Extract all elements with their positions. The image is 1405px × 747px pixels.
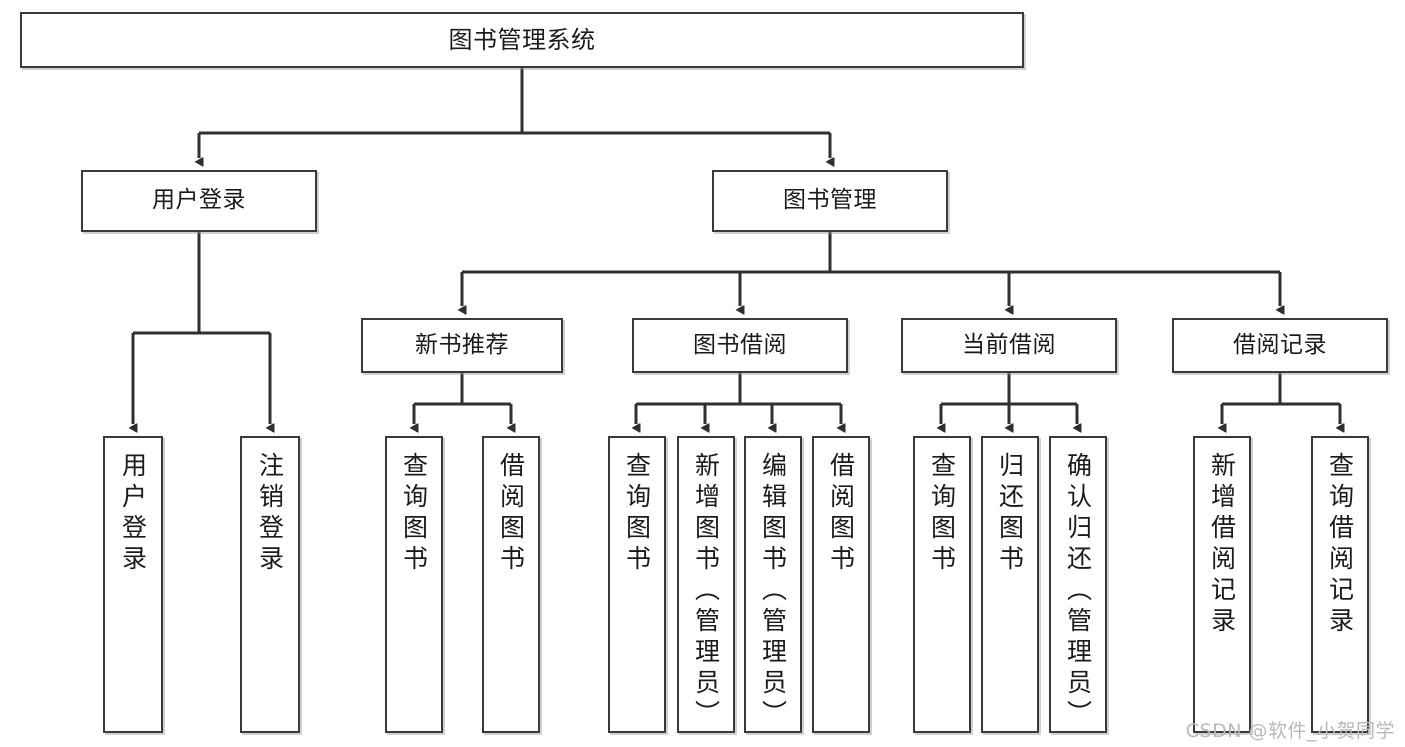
node-leaf-query-book-2-label: 查询图书: [622, 452, 652, 576]
node-book-manage[interactable]: 图书管理: [712, 170, 948, 232]
node-leaf-add-borrow-record-label: 新增借阅记录: [1207, 452, 1237, 638]
node-new-book-recommend-label: 新书推荐: [415, 331, 509, 358]
node-leaf-query-borrow-record[interactable]: 查询借阅记录: [1311, 436, 1369, 733]
node-leaf-query-book-3-label: 查询图书: [927, 452, 957, 576]
node-leaf-confirm-return-admin-label: 确认归还（管理员）: [1063, 452, 1093, 731]
node-leaf-query-book-2[interactable]: 查询图书: [608, 436, 666, 733]
node-current-borrow-label: 当前借阅: [962, 331, 1056, 358]
node-leaf-user-login[interactable]: 用户登录: [103, 436, 163, 733]
node-leaf-return-book-label: 归还图书: [995, 452, 1025, 576]
node-root-label: 图书管理系统: [448, 25, 596, 54]
node-leaf-add-book-admin-label: 新增图书（管理员）: [691, 452, 721, 731]
node-leaf-add-book-admin[interactable]: 新增图书（管理员）: [677, 436, 735, 733]
node-leaf-user-login-label: 用户登录: [118, 452, 148, 576]
node-leaf-edit-book-admin[interactable]: 编辑图书（管理员）: [744, 436, 802, 733]
node-current-borrow[interactable]: 当前借阅: [901, 318, 1117, 373]
node-leaf-query-book-1[interactable]: 查询图书: [385, 436, 443, 733]
node-book-borrow[interactable]: 图书借阅: [632, 318, 848, 373]
node-leaf-query-borrow-record-label: 查询借阅记录: [1325, 452, 1355, 638]
node-root[interactable]: 图书管理系统: [20, 12, 1024, 68]
node-leaf-confirm-return-admin[interactable]: 确认归还（管理员）: [1049, 436, 1107, 733]
node-leaf-borrow-book-2-label: 借阅图书: [826, 452, 856, 576]
node-leaf-add-borrow-record[interactable]: 新增借阅记录: [1193, 436, 1251, 733]
node-book-borrow-label: 图书借阅: [693, 331, 787, 358]
node-leaf-borrow-book-2[interactable]: 借阅图书: [812, 436, 870, 733]
node-leaf-borrow-book-1[interactable]: 借阅图书: [482, 436, 540, 733]
node-borrow-record[interactable]: 借阅记录: [1172, 318, 1388, 373]
node-leaf-query-book-3[interactable]: 查询图书: [913, 436, 971, 733]
node-leaf-logout-login-label: 注销登录: [255, 452, 285, 576]
csdn-watermark: CSDN @软件_小贺同学: [1185, 720, 1395, 742]
node-leaf-query-book-1-label: 查询图书: [399, 452, 429, 576]
node-leaf-return-book[interactable]: 归还图书: [981, 436, 1039, 733]
node-user-login-label: 用户登录: [152, 187, 246, 214]
node-borrow-record-label: 借阅记录: [1233, 331, 1327, 358]
node-leaf-edit-book-admin-label: 编辑图书（管理员）: [758, 452, 788, 731]
node-user-login[interactable]: 用户登录: [81, 170, 317, 232]
node-book-manage-label: 图书管理: [783, 187, 877, 214]
node-leaf-borrow-book-1-label: 借阅图书: [496, 452, 526, 576]
node-leaf-logout-login[interactable]: 注销登录: [240, 436, 300, 733]
node-new-book-recommend[interactable]: 新书推荐: [361, 318, 563, 373]
